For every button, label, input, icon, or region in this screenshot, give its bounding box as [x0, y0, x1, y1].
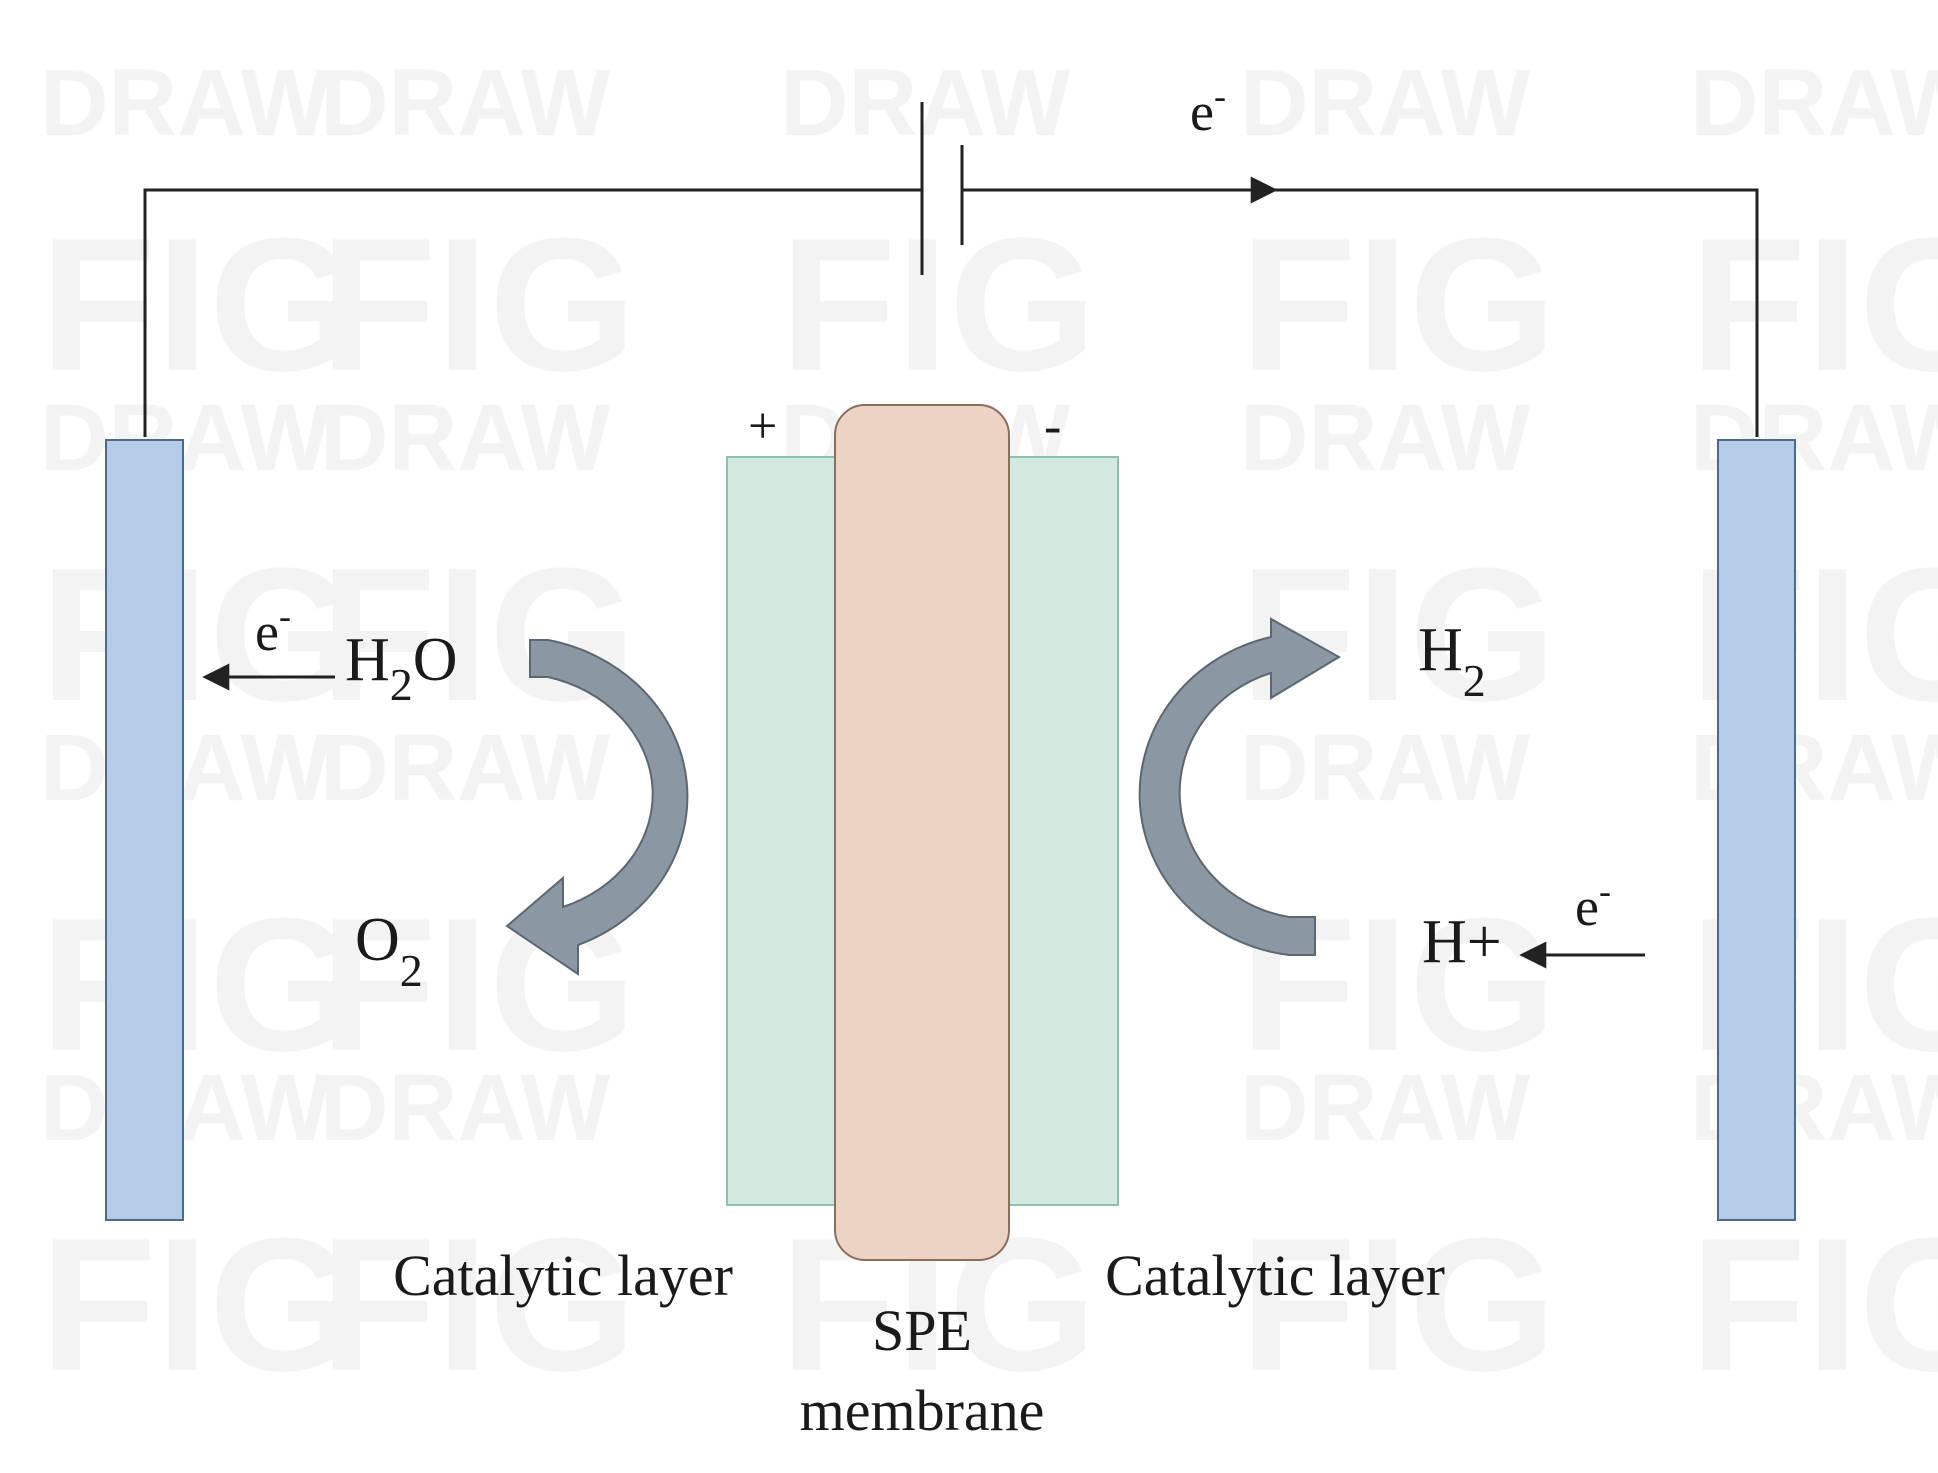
cathode-side: H2 H+ e- [1418, 616, 1645, 976]
watermark-text: DRAW [780, 50, 1071, 156]
hydrogen-label: H2 [1418, 616, 1486, 706]
watermark-text: DRAW [1240, 385, 1531, 491]
watermark-text: FIG [1240, 879, 1557, 1091]
catalytic-layer-left-label: Catalytic layer [393, 1243, 733, 1308]
anode-electrode [105, 439, 184, 1221]
negative-sign: - [1044, 398, 1061, 455]
anode-electron-label: e- [255, 596, 291, 662]
circuit: e- [143, 76, 1759, 437]
cathode-electron-label: e- [1575, 871, 1611, 937]
watermark-text: FIG [1690, 1199, 1938, 1411]
watermark-text: DRAW [40, 385, 331, 491]
watermark-text: FIG [780, 199, 1097, 411]
watermark-text: FIG [320, 1199, 637, 1411]
watermark-text: DRAW [40, 50, 331, 156]
watermark-text: FIG [1240, 199, 1557, 411]
catalytic-layer-right-label: Catalytic layer [1105, 1243, 1445, 1308]
watermark-text: FIG [320, 199, 637, 411]
catalytic-layer-right [1002, 456, 1119, 1206]
watermark-text: FIG [40, 1199, 357, 1411]
positive-sign: + [748, 398, 777, 455]
cathode-electrode [1717, 439, 1796, 1221]
oxygen-label: O2 [355, 906, 423, 996]
circuit-electron-label: e- [1190, 76, 1226, 142]
watermark-text: DRAW [1240, 1055, 1531, 1161]
watermark-text: DRAW [320, 715, 611, 821]
watermark-text: DRAW [40, 1055, 331, 1161]
circuit-wire-left [143, 188, 922, 437]
cathode-flow-arrow [1138, 617, 1341, 956]
watermark-text: DRAW [320, 50, 611, 156]
proton-label: H+ [1422, 908, 1502, 976]
spe-membrane [834, 404, 1010, 1261]
watermark-text: DRAW [1690, 50, 1938, 156]
watermark-text: FIG [40, 529, 357, 741]
watermark-text: DRAW [320, 385, 611, 491]
catalytic-layer-left [726, 456, 853, 1206]
anode-flow-arrow [505, 639, 689, 976]
anode-side: e- H2O O2 [202, 596, 458, 996]
watermark-text: FIG [1240, 1199, 1557, 1411]
watermark-text: FIG [40, 199, 357, 411]
watermark-text: DRAW [40, 715, 331, 821]
water-label: H2O [345, 626, 458, 710]
watermark-text: DRAW [1240, 715, 1531, 821]
watermark-text: FIG [40, 879, 357, 1091]
membrane-label-line2: membrane [800, 1378, 1045, 1443]
watermark-text: FIG [1690, 199, 1938, 411]
watermark-text: DRAW [320, 1055, 611, 1161]
watermark-text: DRAW [1240, 50, 1531, 156]
membrane-label-line1: SPE [872, 1298, 972, 1363]
watermark-text: FIG [320, 529, 637, 741]
